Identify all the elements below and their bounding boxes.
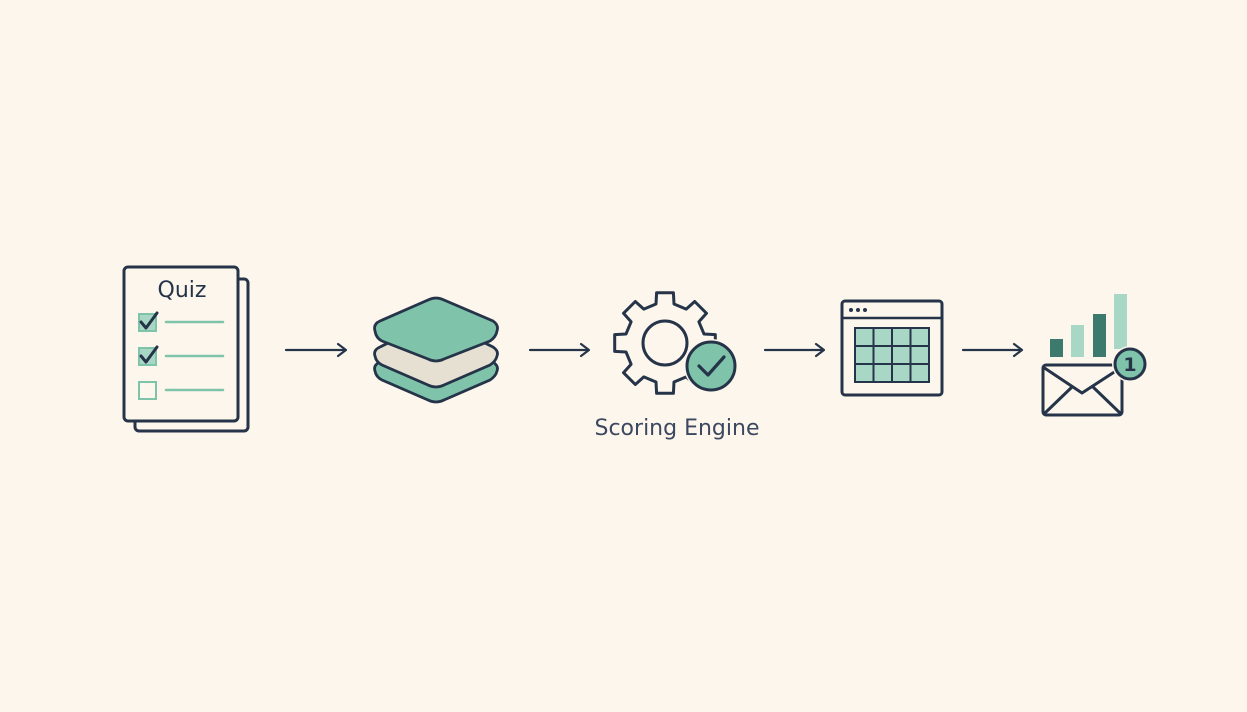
checklist-item-checked-1 [138, 311, 225, 332]
bar [1114, 294, 1127, 349]
gear-hole [641, 319, 689, 367]
check-circle-icon [685, 340, 737, 392]
stacked-layers-icon [373, 296, 499, 404]
notification-badge: 1 [1112, 346, 1148, 382]
envelope-bar-chart-icon: 1 [1041, 294, 1148, 417]
gear-check-icon [613, 291, 738, 395]
scoring-engine-label: Scoring Engine [595, 416, 760, 441]
bar-chart-icon [1050, 294, 1127, 357]
bar [1050, 339, 1063, 357]
flow-arrow-3 [763, 342, 826, 358]
checklist-item-unchecked [138, 381, 225, 400]
bar [1071, 325, 1084, 357]
checkmark-icon [697, 355, 726, 377]
window-dot-icon [863, 308, 867, 312]
quiz-document-icon: Quiz [122, 265, 250, 433]
flow-arrow-2 [528, 342, 591, 358]
checklist-item-checked-2 [138, 345, 225, 366]
flow-arrow-1 [284, 342, 348, 358]
flow-arrow-4 [961, 342, 1024, 358]
window-dot-icon [849, 308, 853, 312]
spreadsheet-window-icon [840, 299, 944, 397]
bar [1093, 314, 1106, 357]
layer-top [373, 296, 499, 363]
checkmark-icon [139, 345, 159, 364]
badge-count: 1 [1123, 354, 1136, 376]
checkmark-icon [139, 311, 159, 330]
envelope-icon [1041, 363, 1124, 417]
quiz-title: Quiz [158, 278, 207, 303]
checkbox-icon [138, 381, 157, 400]
window-dot-icon [856, 308, 860, 312]
